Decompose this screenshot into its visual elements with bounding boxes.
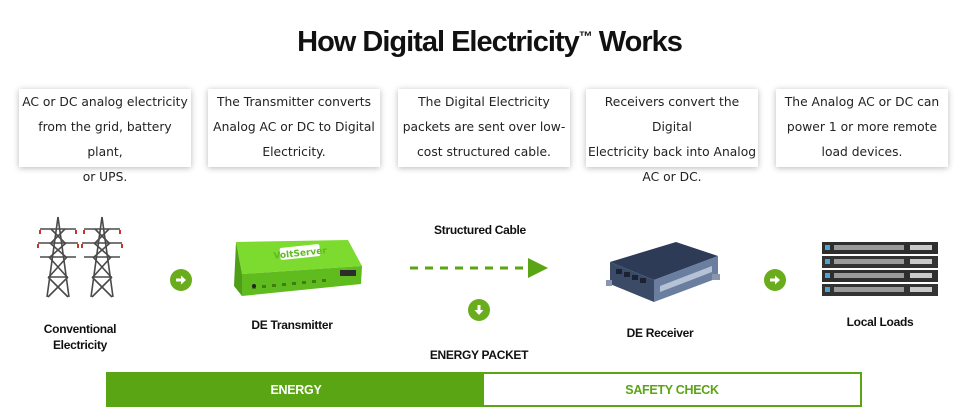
arrow-right-circle-icon: [764, 269, 786, 291]
transmitter-device: VoltServer: [234, 240, 362, 296]
step-card-3: The Digital Electricity packets are sent…: [398, 89, 570, 167]
receiver-device: [606, 242, 720, 302]
energy-safety-bar: ENERGY SAFETY CHECK: [106, 372, 862, 407]
local-loads-label: Local Loads: [846, 315, 914, 329]
step-card-4: Receivers convert the Digital Electricit…: [586, 89, 758, 184]
page-title: How Digital Electricity™ Works: [297, 26, 683, 58]
arrow-down-circle-icon: [468, 299, 490, 321]
step-card-5: The Analog AC or DC can power 1 or more …: [776, 89, 948, 167]
conventional-electricity-label: Conventional Electricity: [43, 322, 117, 352]
structured-cable-label: Structured Cable: [434, 223, 526, 237]
step-card-2: The Transmitter converts Analog AC or DC…: [208, 89, 380, 167]
energy-segment: ENERGY: [108, 374, 484, 405]
arrow-right-circle-icon: [170, 269, 192, 291]
de-transmitter-label: DE Transmitter: [251, 318, 333, 332]
de-receiver-label: DE Receiver: [626, 326, 694, 340]
network-switch-stack: [822, 242, 938, 296]
step-card-1: AC or DC analog electricity from the gri…: [19, 89, 191, 184]
safety-check-segment: SAFETY CHECK: [484, 374, 860, 405]
transmission-tower-icon: [37, 216, 123, 298]
dashed-arrow: [410, 258, 548, 278]
energy-packet-label: ENERGY PACKET: [429, 348, 529, 362]
